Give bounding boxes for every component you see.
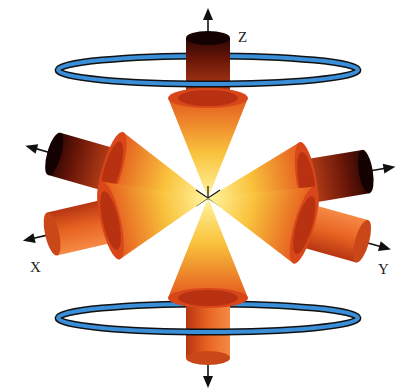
- axis-label: Y: [378, 262, 389, 277]
- axis-label: Z: [238, 30, 247, 45]
- laser-beam: [168, 8, 248, 198]
- coil-front: [58, 70, 358, 332]
- axis-label: X: [30, 260, 41, 275]
- laser-beam: [168, 198, 248, 388]
